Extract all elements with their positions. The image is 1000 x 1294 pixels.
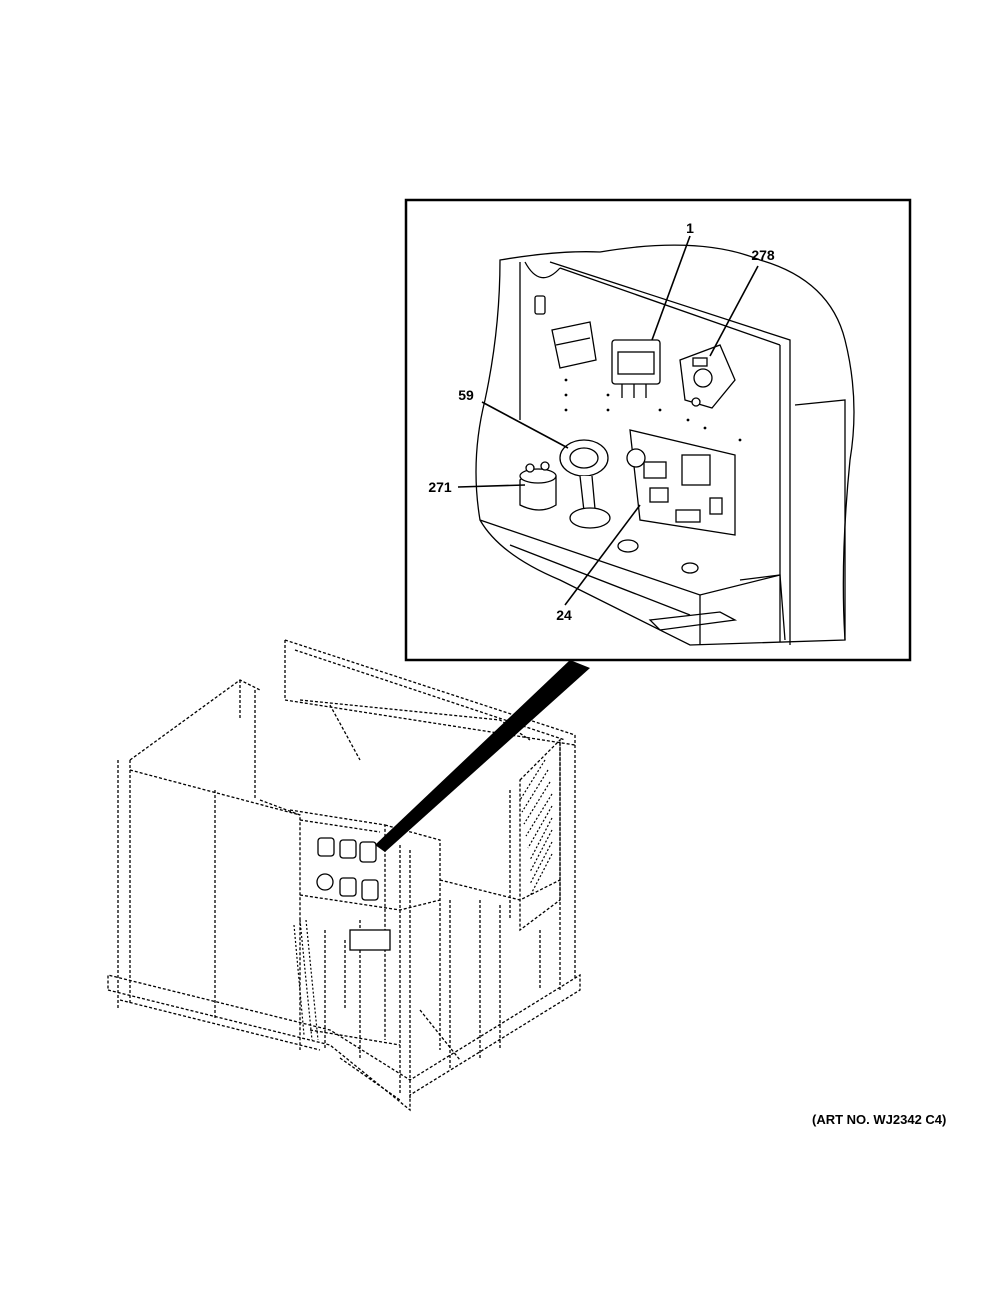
switch-part-278 xyxy=(679,344,736,409)
callout-1: 1 xyxy=(686,220,694,236)
detail-inset-frame xyxy=(404,198,912,662)
control-box-components xyxy=(316,837,391,951)
callout-278: 278 xyxy=(751,247,775,263)
part-271 xyxy=(519,461,557,511)
callout-leaders xyxy=(457,235,759,606)
art-number: (ART NO. WJ2342 C4) xyxy=(812,1112,947,1127)
mount-holes xyxy=(564,378,742,442)
callout-labels: 1 278 59 271 24 xyxy=(428,220,775,623)
circuit-board-part-24 xyxy=(626,429,736,536)
callout-59: 59 xyxy=(458,387,474,403)
callout-271: 271 xyxy=(428,479,452,495)
leader-wedge xyxy=(375,660,590,852)
coil-texture xyxy=(293,759,553,1041)
main-unit-drawing xyxy=(107,639,581,1112)
transformer-part-1 xyxy=(611,339,661,398)
callout-24: 24 xyxy=(556,607,572,623)
detail-components xyxy=(519,321,742,574)
detail-drawing xyxy=(475,244,855,646)
